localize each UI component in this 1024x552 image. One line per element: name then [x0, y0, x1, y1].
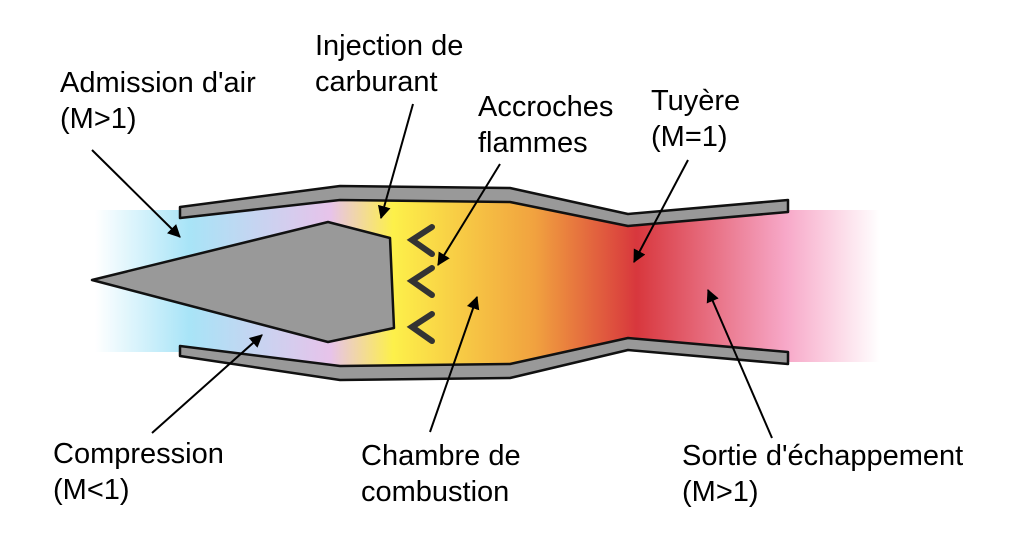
- label-injection: Injection de carburant: [315, 30, 471, 98]
- label-chambre: Chambre de combustion: [361, 440, 529, 508]
- arrow-tuyere: [633, 159, 689, 263]
- label-admission: Admission d'air (M>1): [60, 67, 264, 135]
- flame-holder-1: [406, 224, 435, 257]
- label-sortie: Sortie d'échappement (M>1): [682, 440, 971, 508]
- label-accroches: Accroches flammes: [478, 91, 621, 159]
- arrow-injection: [377, 103, 414, 220]
- arrow-chambre: [429, 295, 480, 433]
- central-cone: [90, 220, 396, 344]
- arrow-admission: [91, 149, 181, 238]
- arrow-compression: [151, 334, 263, 434]
- arrow-sortie: [706, 289, 773, 439]
- flame-holder-3: [406, 311, 435, 344]
- label-compression: Compression (M<1): [53, 438, 232, 506]
- arrow-accroches: [437, 163, 501, 266]
- label-tuyere: Tuyère (M=1): [651, 85, 748, 153]
- upper-casing: [178, 184, 790, 228]
- flame-holder-2: [406, 265, 435, 298]
